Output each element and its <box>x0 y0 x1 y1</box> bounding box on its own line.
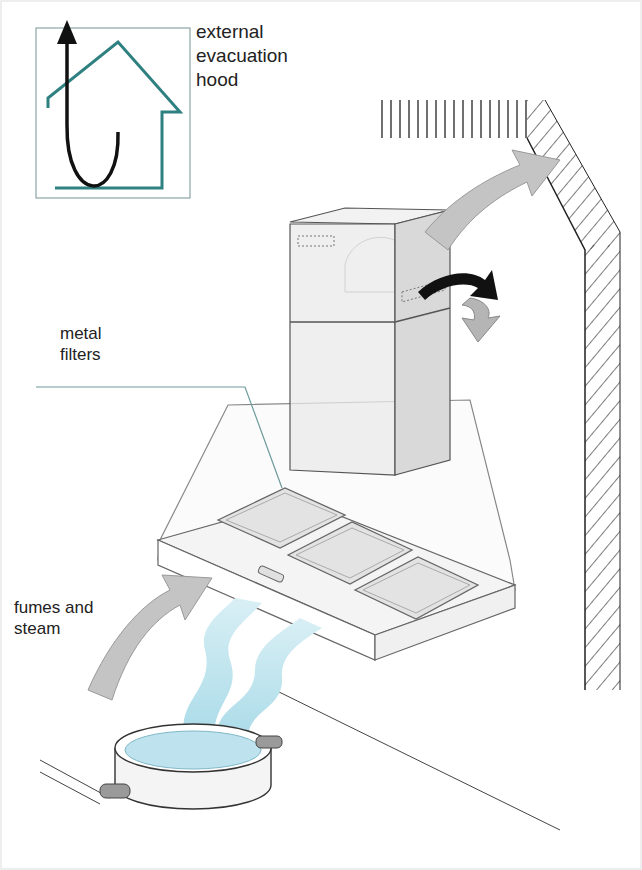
counter-line <box>40 760 110 798</box>
icon-frame <box>36 28 190 198</box>
chimney-joint <box>395 308 450 322</box>
house-outline <box>48 42 180 188</box>
control-panel <box>257 565 284 583</box>
evacuation-icon <box>36 20 190 198</box>
metal-filters <box>218 488 478 619</box>
pot-handle <box>256 736 282 748</box>
counter-line <box>40 772 100 804</box>
counter-line <box>275 690 560 830</box>
filter-frame <box>226 493 337 542</box>
wall-hatch <box>585 245 620 690</box>
cooking-pot <box>100 724 282 809</box>
hood-chimney <box>290 208 450 475</box>
filter <box>355 557 478 619</box>
chimney-joint <box>290 321 395 323</box>
chimney-front <box>290 224 395 475</box>
filter-frame <box>296 528 404 578</box>
arrow-head <box>57 20 77 44</box>
pot-water <box>125 731 261 769</box>
steam-plume <box>217 618 322 742</box>
diagram-label: fumes and steam <box>14 597 106 640</box>
wall-edge <box>545 100 620 690</box>
ceiling-hatch <box>375 100 527 138</box>
pot-handle <box>100 784 130 798</box>
diagram-label: metal filters <box>60 323 140 366</box>
leader-line <box>36 387 282 488</box>
vent-grille <box>298 236 334 246</box>
air-flow-arrow <box>418 270 498 300</box>
diagram-label: external evacuation hood <box>196 20 318 91</box>
chimney-side <box>395 210 450 475</box>
pot-rim <box>115 724 271 772</box>
exhaust-arrow <box>425 150 560 250</box>
filter-frame <box>363 563 470 613</box>
intake-arrow <box>88 575 212 700</box>
air-path-arrow <box>67 42 118 186</box>
wall-edge <box>527 138 585 690</box>
air-flow-arrow <box>462 298 500 342</box>
